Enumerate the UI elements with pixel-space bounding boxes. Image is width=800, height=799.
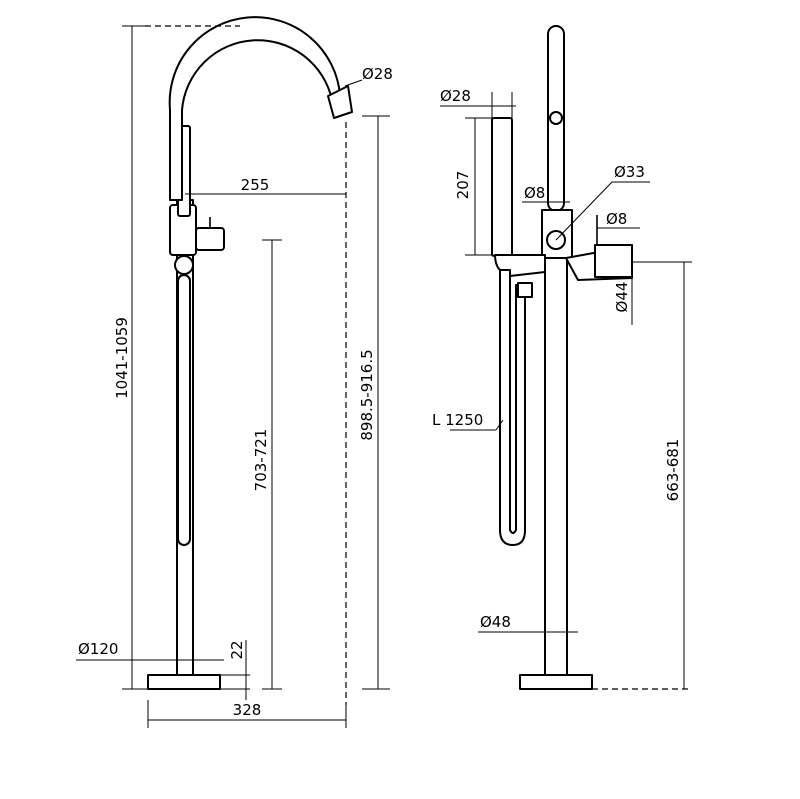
dim-handle-diameter: Ø44	[613, 282, 631, 313]
dim-handle-height: 703-721	[252, 429, 270, 492]
dim-lever-diameter: Ø8	[606, 210, 627, 228]
dim-handshower-diameter: Ø28	[440, 87, 471, 105]
dim-body-diameter: Ø33	[614, 163, 645, 181]
base-plate-side	[519, 674, 593, 690]
hose-connector-side	[517, 282, 533, 298]
handle-front	[195, 227, 225, 251]
upper-pipe-ring-side	[549, 111, 563, 125]
base-plate-front	[147, 674, 221, 690]
dim-hose-pin-diameter: Ø8	[524, 184, 545, 202]
dim-total-height: 1041-1059	[113, 317, 131, 399]
dim-base-diameter: Ø120	[78, 640, 118, 658]
hose-loop-front	[177, 274, 191, 546]
spout-outlet-front	[327, 85, 353, 119]
spout-front	[168, 16, 341, 201]
dim-base-thickness: 22	[228, 640, 246, 659]
dim-spout-reach: 255	[241, 176, 270, 194]
handshower-side	[491, 117, 513, 257]
hose-side	[499, 269, 526, 546]
dim-outlet-height: 898.5-916.5	[358, 349, 376, 440]
dim-column-diameter: Ø48	[480, 613, 511, 631]
column-side	[544, 254, 568, 676]
dim-handshower-length: 207	[454, 171, 472, 200]
side-view: Ø28 207 Ø8 Ø33 Ø8 Ø44 L 1250 663-681 Ø48	[432, 25, 692, 690]
handle-cap-side	[594, 244, 633, 278]
dim-overall-width: 328	[233, 701, 262, 719]
dim-outlet-diameter: Ø28	[362, 65, 393, 83]
hose-connector-front	[174, 255, 194, 275]
dim-hose-length: L 1250	[432, 411, 483, 429]
front-view: 1041-1059 898.5-916.5 703-721 255 Ø28 Ø1…	[76, 16, 393, 728]
dim-valve-height: 663-681	[664, 439, 682, 502]
